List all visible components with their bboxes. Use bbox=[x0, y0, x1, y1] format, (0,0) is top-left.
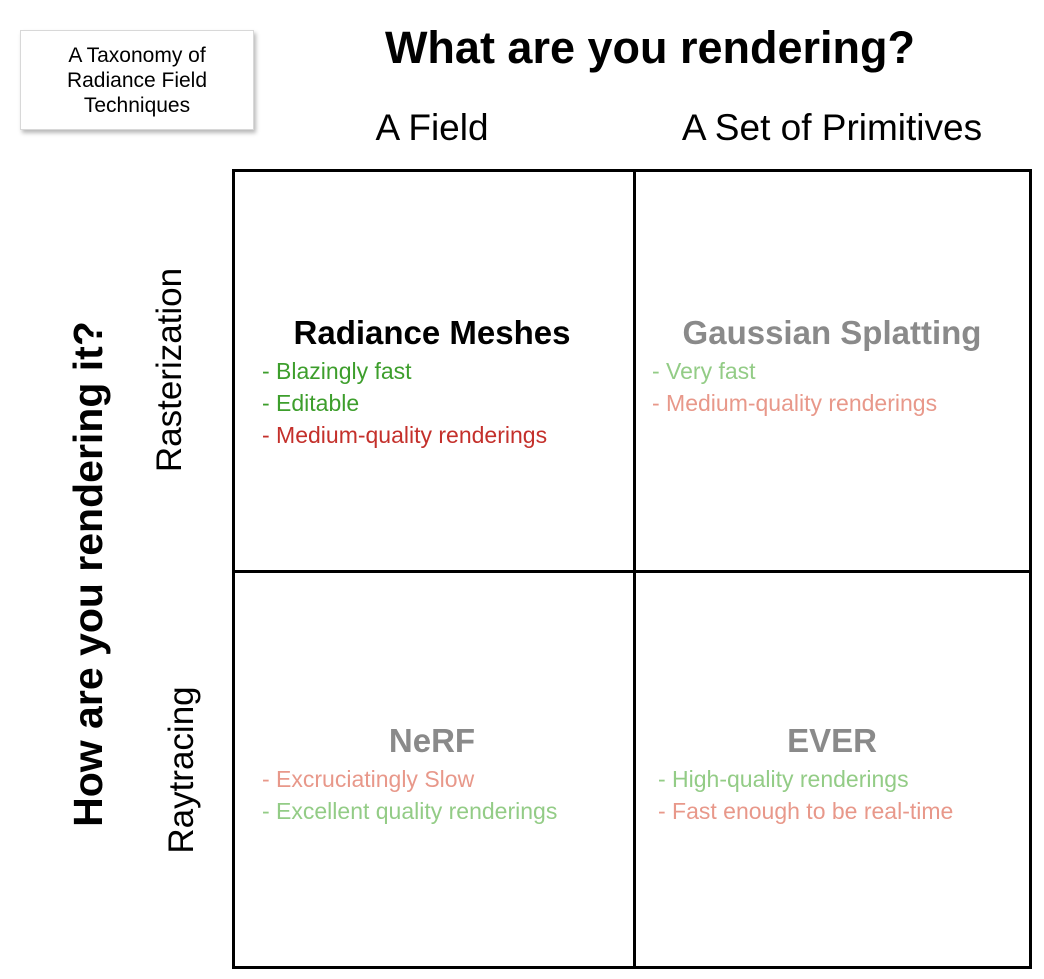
bullet-list-gaussian-splatting: - Very fast - Medium-quality renderings bbox=[652, 355, 937, 419]
bullet-item: - Medium-quality renderings bbox=[262, 422, 548, 448]
bullet-list-ever: - High-quality renderings - Fast enough … bbox=[658, 763, 953, 827]
grid-divider-horizontal bbox=[235, 570, 1029, 573]
row-label-raytracing: Raytracing bbox=[162, 686, 201, 854]
how-rendering-question: How are you rendering it? bbox=[65, 321, 111, 827]
bullet-item: - High-quality renderings bbox=[658, 766, 909, 792]
cell-title-radiance-meshes: Radiance Meshes bbox=[293, 314, 571, 351]
column-header-primitives: A Set of Primitives bbox=[681, 107, 983, 148]
bullet-list-nerf: - Excruciatingly Slow - Excellent qualit… bbox=[262, 763, 557, 827]
cell-title-gaussian-splatting: Gaussian Splatting bbox=[682, 314, 982, 351]
bullet-item: - Excruciatingly Slow bbox=[262, 766, 475, 792]
what-rendering-question: What are you rendering? bbox=[384, 22, 916, 73]
cell-title-ever: EVER bbox=[787, 722, 877, 759]
column-header-field: A Field bbox=[375, 107, 489, 148]
bullet-item: - Very fast bbox=[652, 358, 756, 384]
bullet-item: - Fast enough to be real-time bbox=[658, 798, 954, 824]
grid-divider-vertical bbox=[633, 172, 636, 966]
row-label-rasterization: Rasterization bbox=[150, 267, 189, 473]
bullet-item: - Excellent quality renderings bbox=[262, 798, 558, 824]
cell-gaussian-splatting: Gaussian Splatting - Very fast - Medium-… bbox=[632, 169, 1032, 569]
cell-ever: EVER - High-quality renderings - Fast en… bbox=[632, 569, 1032, 969]
bullet-item: - Editable bbox=[262, 390, 360, 416]
taxonomy-title-line-1: A Taxonomy of bbox=[68, 43, 206, 67]
taxonomy-title-box: A Taxonomy of Radiance Field Techniques bbox=[20, 30, 254, 130]
bullet-item: - Blazingly fast bbox=[262, 358, 412, 384]
taxonomy-title-line-2: Radiance Field bbox=[66, 68, 208, 92]
cell-nerf: NeRF - Excruciatingly Slow - Excellent q… bbox=[232, 569, 632, 969]
cell-title-nerf: NeRF bbox=[388, 722, 476, 759]
bullet-item: - Medium-quality renderings bbox=[652, 390, 938, 416]
taxonomy-title-line-3: Techniques bbox=[83, 93, 191, 117]
bullet-list-radiance-meshes: - Blazingly fast - Editable - Medium-qua… bbox=[262, 355, 547, 451]
quadrant-grid bbox=[232, 169, 1032, 969]
cell-radiance-meshes: Radiance Meshes - Blazingly fast - Edita… bbox=[232, 169, 632, 569]
